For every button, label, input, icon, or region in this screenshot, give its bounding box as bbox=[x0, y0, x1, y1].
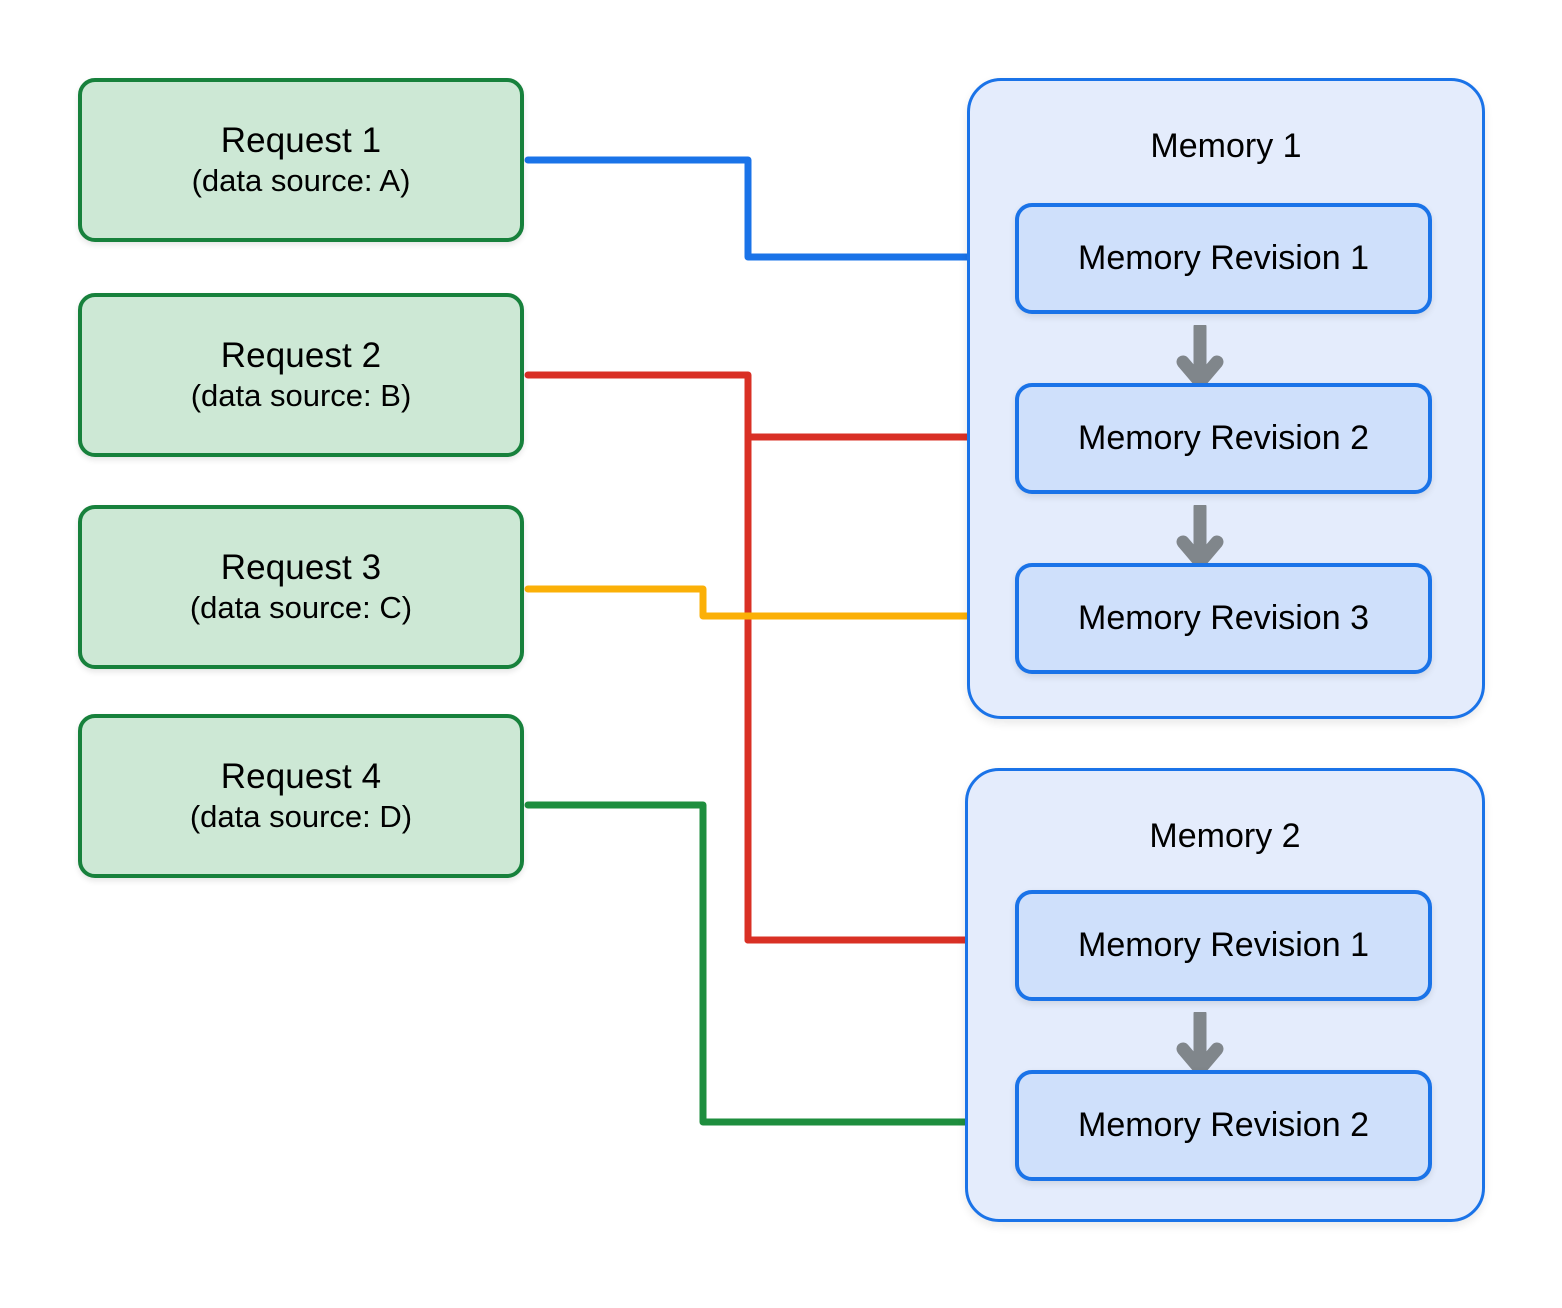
request-subtitle: (data source: A) bbox=[191, 162, 411, 198]
request-card-4[interactable]: Request 4 (data source: D) bbox=[78, 714, 524, 878]
request-card-1[interactable]: Request 1 (data source: A) bbox=[78, 78, 524, 242]
wire-request-4-to-memory-2-revision-2 bbox=[524, 801, 1009, 1144]
sequence-down-arrow-icon bbox=[1176, 1012, 1224, 1074]
request-title: Request 1 bbox=[220, 121, 382, 161]
request-title: Request 3 bbox=[220, 548, 382, 588]
revision-label: Memory Revision 2 bbox=[1078, 419, 1369, 457]
wire-request-1-to-memory-1-revision-1 bbox=[524, 156, 1009, 279]
sequence-down-arrow-icon bbox=[1176, 505, 1224, 567]
wire-request-2-to-memory-1-revision-2 bbox=[524, 371, 1009, 944]
memory-title: Memory 1 bbox=[1150, 127, 1302, 165]
request-title: Request 4 bbox=[220, 757, 382, 797]
revision-label: Memory Revision 3 bbox=[1078, 599, 1369, 637]
memory-container-1[interactable]: Memory 1 Memory Revision 1 Memory Revisi… bbox=[967, 78, 1485, 719]
memory-1-revision-2[interactable]: Memory Revision 2 bbox=[1015, 383, 1432, 494]
request-subtitle: (data source: C) bbox=[189, 589, 413, 625]
memory-1-revision-1[interactable]: Memory Revision 1 bbox=[1015, 203, 1432, 314]
revision-label: Memory Revision 1 bbox=[1078, 239, 1369, 277]
memory-2-revision-2[interactable]: Memory Revision 2 bbox=[1015, 1070, 1432, 1181]
request-card-3[interactable]: Request 3 (data source: C) bbox=[78, 505, 524, 669]
request-card-2[interactable]: Request 2 (data source: B) bbox=[78, 293, 524, 457]
revision-label: Memory Revision 1 bbox=[1078, 926, 1369, 964]
request-subtitle: (data source: B) bbox=[190, 377, 412, 413]
wire-request-3-to-memory-1-revision-3 bbox=[524, 585, 1009, 638]
memory-container-2[interactable]: Memory 2 Memory Revision 1 Memory Revisi… bbox=[965, 768, 1485, 1222]
memory-1-revision-3[interactable]: Memory Revision 3 bbox=[1015, 563, 1432, 674]
request-title: Request 2 bbox=[220, 336, 382, 376]
memory-2-revision-1[interactable]: Memory Revision 1 bbox=[1015, 890, 1432, 1001]
revision-label: Memory Revision 2 bbox=[1078, 1106, 1369, 1144]
request-subtitle: (data source: D) bbox=[189, 798, 413, 834]
sequence-down-arrow-icon bbox=[1176, 325, 1224, 387]
memory-title: Memory 2 bbox=[1149, 817, 1301, 855]
